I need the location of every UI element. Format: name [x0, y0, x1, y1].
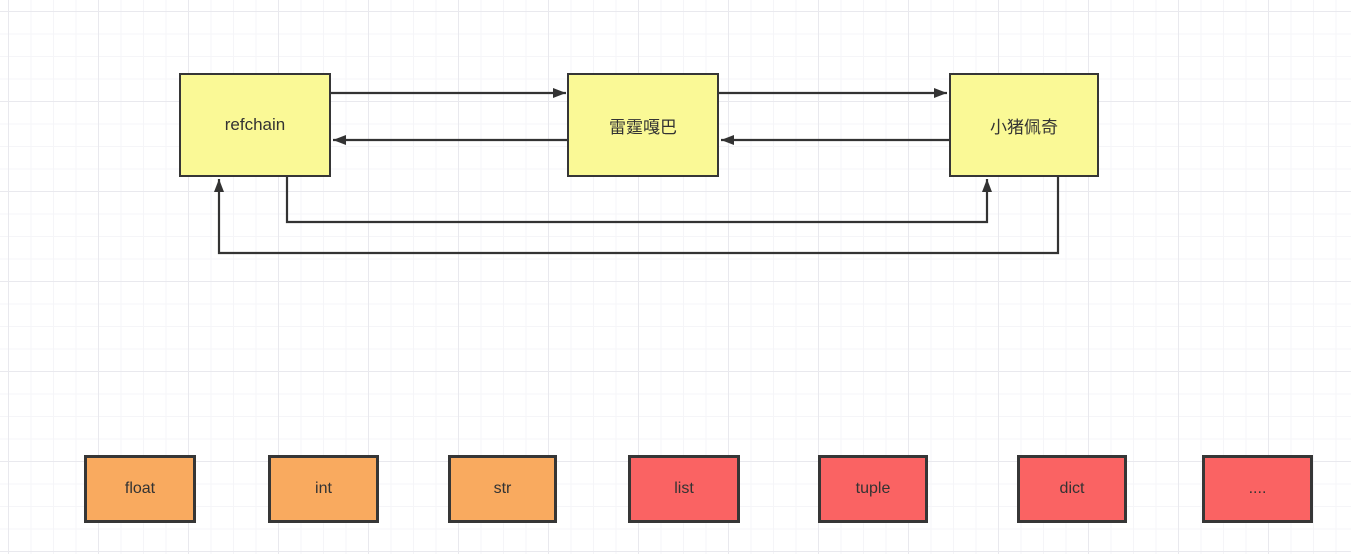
node-leiting-gaba[interactable]: 雷霆嘎巴 [567, 73, 719, 177]
type-box-float[interactable]: float [84, 455, 196, 523]
type-box-int[interactable]: int [268, 455, 379, 523]
type-box-list-label: list [674, 480, 694, 497]
type-box-ellipsis-label: .... [1248, 480, 1267, 497]
type-box-tuple[interactable]: tuple [818, 455, 928, 523]
node-refchain[interactable]: refchain [179, 73, 331, 177]
type-box-tuple-label: tuple [855, 480, 891, 497]
node-refchain-label: refchain [224, 115, 286, 134]
type-box-float-label: float [124, 480, 156, 497]
node-xiaozhu-peiqi-label: 小猪佩奇 [990, 117, 1058, 137]
type-box-dict-label: dict [1059, 480, 1085, 497]
type-box-int-label: int [315, 480, 332, 497]
type-box-dict[interactable]: dict [1017, 455, 1127, 523]
type-box-list[interactable]: list [628, 455, 740, 523]
node-xiaozhu-peiqi[interactable]: 小猪佩奇 [949, 73, 1099, 177]
type-box-ellipsis[interactable]: .... [1202, 455, 1313, 523]
edge-refchain-bottom-to-xiaozhupeiqi [285, 177, 992, 224]
edge-xiaozhupeiqi-bottom-to-refchain [214, 177, 1060, 255]
node-leiting-gaba-label: 雷霆嘎巴 [609, 117, 677, 137]
type-box-str[interactable]: str [448, 455, 557, 523]
type-box-str-label: str [493, 480, 512, 497]
